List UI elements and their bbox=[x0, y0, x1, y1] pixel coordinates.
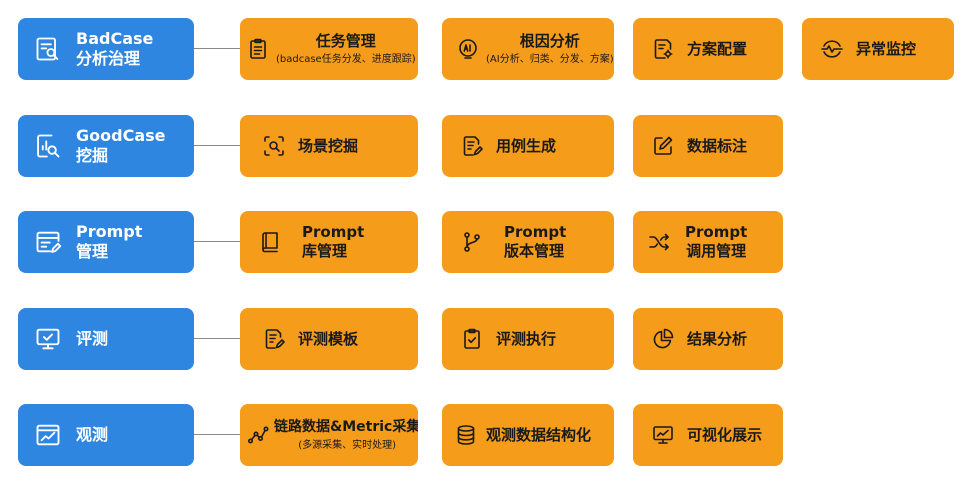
category-name: 观测 bbox=[76, 425, 109, 444]
feature-title: 用例生成 bbox=[496, 136, 557, 155]
connector-line bbox=[194, 48, 240, 49]
feature-title: 场景挖掘 bbox=[298, 136, 359, 155]
feature-title-line2: 版本管理 bbox=[504, 242, 565, 260]
category-badcase: BadCase 分析治理 bbox=[18, 18, 194, 80]
focus-search-icon bbox=[262, 134, 286, 158]
window-edit-icon bbox=[34, 228, 62, 256]
feature-title: 根因分析 bbox=[519, 31, 580, 50]
feature-anomaly-monitor: 异常监控 bbox=[802, 18, 954, 80]
feature-data-labeling: 数据标注 bbox=[633, 115, 783, 177]
git-branch-icon bbox=[460, 230, 484, 254]
feature-root-cause: 根因分析 (AI分析、归类、分发、方案) bbox=[442, 18, 614, 80]
scatter-line-icon bbox=[246, 423, 270, 447]
feature-trace-metric-collection: 链路数据&Metric采集 (多源采集、实时处理) bbox=[240, 404, 418, 466]
feature-scene-mining: 场景挖掘 bbox=[240, 115, 418, 177]
pie-chart-icon bbox=[651, 327, 675, 351]
feature-title: Prompt bbox=[504, 223, 567, 241]
feature-title: Prompt bbox=[302, 223, 365, 241]
feature-plan-config: 方案配置 bbox=[633, 18, 783, 80]
category-name: BadCase bbox=[76, 29, 154, 48]
feature-visualization: 可视化展示 bbox=[633, 404, 783, 466]
feature-task-management: 任务管理 (badcase任务分发、进度跟踪) bbox=[240, 18, 418, 80]
row-prompt: Prompt 管理 Prompt 库管理 bbox=[0, 211, 974, 273]
feature-title: 可视化展示 bbox=[687, 425, 763, 444]
category-name: Prompt bbox=[76, 222, 143, 241]
feature-eval-execution: 评测执行 bbox=[442, 308, 614, 370]
report-search-icon bbox=[34, 35, 62, 63]
connector-line bbox=[194, 338, 240, 339]
feature-title: 任务管理 bbox=[315, 31, 376, 50]
feature-structured-observability: 观测数据结构化 bbox=[442, 404, 614, 466]
connector-line bbox=[194, 145, 240, 146]
monitor-check-icon bbox=[34, 325, 62, 353]
feature-subtitle: (多源采集、实时处理) bbox=[298, 439, 397, 451]
row-goodcase: GoodCase 挖掘 场景挖掘 bbox=[0, 115, 974, 177]
pencil-square-icon bbox=[651, 134, 675, 158]
row-evaluation: 评测 评测模板 bbox=[0, 308, 974, 370]
row-observability: 观测 链路数据&Metric采集 (多源采集、实时处理) bbox=[0, 404, 974, 466]
shuffle-icon bbox=[647, 230, 671, 254]
clipboard-list-icon bbox=[246, 37, 270, 61]
feature-case-generation: 用例生成 bbox=[442, 115, 614, 177]
feature-prompt-versions: Prompt 版本管理 bbox=[442, 211, 614, 273]
category-subname: 分析治理 bbox=[76, 49, 141, 68]
feature-title: Prompt bbox=[685, 223, 748, 241]
feature-title: 链路数据&Metric采集 bbox=[274, 418, 418, 435]
feature-title: 评测执行 bbox=[496, 329, 557, 348]
feature-title: 方案配置 bbox=[687, 39, 748, 58]
feature-subtitle: (AI分析、归类、分发、方案) bbox=[486, 53, 614, 65]
pulse-icon bbox=[820, 37, 844, 61]
feature-eval-template: 评测模板 bbox=[240, 308, 418, 370]
feature-title-line2: 库管理 bbox=[302, 242, 348, 260]
category-subname: 管理 bbox=[76, 242, 109, 261]
connector-line bbox=[194, 434, 240, 435]
browser-chart-icon bbox=[34, 421, 62, 449]
feature-prompt-invocation: Prompt 调用管理 bbox=[633, 211, 783, 273]
database-icon bbox=[454, 423, 478, 447]
document-gear-icon bbox=[651, 37, 675, 61]
book-icon bbox=[258, 230, 282, 254]
feature-subtitle: (badcase任务分发、进度跟踪) bbox=[276, 53, 416, 65]
feature-title: 结果分析 bbox=[687, 329, 748, 348]
row-badcase: BadCase 分析治理 任务管理 (badcase任务分发、进度跟踪) bbox=[0, 18, 974, 80]
feature-title: 评测模板 bbox=[298, 329, 359, 348]
category-name: 评测 bbox=[76, 329, 109, 348]
template-edit-icon bbox=[262, 327, 286, 351]
category-subname: 挖掘 bbox=[76, 146, 109, 165]
feature-title-line2: 调用管理 bbox=[686, 242, 747, 260]
document-edit-icon bbox=[460, 134, 484, 158]
chart-search-icon bbox=[34, 132, 62, 160]
category-goodcase: GoodCase 挖掘 bbox=[18, 115, 194, 177]
ai-chip-icon bbox=[456, 37, 480, 61]
feature-title: 数据标注 bbox=[687, 136, 748, 155]
connector-line bbox=[194, 241, 240, 242]
monitor-chart-icon bbox=[651, 423, 675, 447]
category-evaluation: 评测 bbox=[18, 308, 194, 370]
feature-result-analysis: 结果分析 bbox=[633, 308, 783, 370]
feature-title: 异常监控 bbox=[856, 39, 917, 58]
feature-prompt-library: Prompt 库管理 bbox=[240, 211, 418, 273]
category-name: GoodCase bbox=[76, 126, 166, 145]
feature-title: 观测数据结构化 bbox=[486, 425, 592, 444]
clipboard-check-icon bbox=[460, 327, 484, 351]
category-prompt: Prompt 管理 bbox=[18, 211, 194, 273]
category-observability: 观测 bbox=[18, 404, 194, 466]
